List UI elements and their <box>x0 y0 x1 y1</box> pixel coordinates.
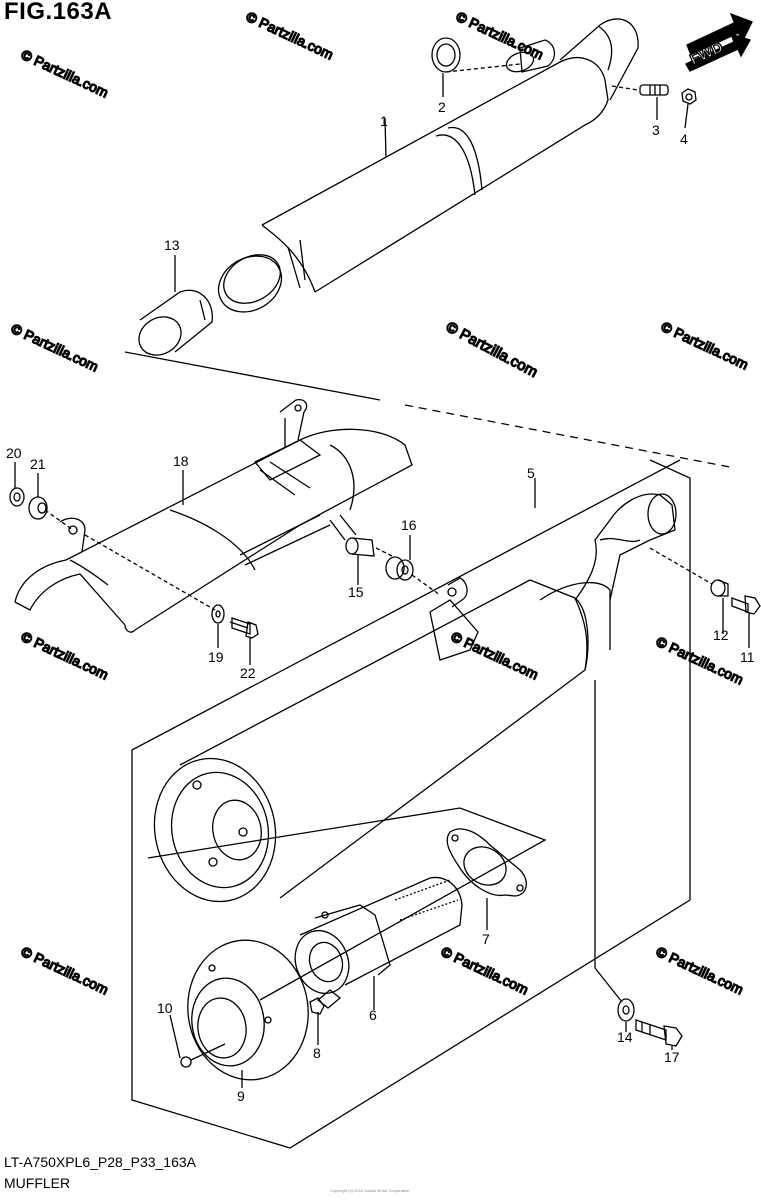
part-label-11: 11 <box>740 649 755 665</box>
part-label-3: 3 <box>652 122 660 138</box>
sleeve-13 <box>138 289 213 356</box>
part-label-2: 2 <box>438 99 446 115</box>
figure-title: FIG.163A <box>4 0 113 25</box>
watermark-text: © Partzilla.com <box>244 8 336 62</box>
part-label-5: 5 <box>527 465 535 481</box>
watermark-text: © Partzilla.com <box>449 628 541 682</box>
watermark-text: © Partzilla.com <box>9 320 101 374</box>
bolt-17 <box>635 1019 683 1047</box>
washer-20 <box>9 487 25 507</box>
part-label-1: 1 <box>380 113 388 129</box>
washer-14 <box>594 680 635 1022</box>
copyright-text: Copyright (c) 2016 Suzuki Motor Corporat… <box>330 1188 410 1193</box>
washer-19 <box>84 534 225 624</box>
part-label-12: 12 <box>713 627 729 643</box>
bolt-8 <box>309 989 342 1015</box>
watermark-text: © Partzilla.com <box>654 943 746 997</box>
part-label-20: 20 <box>6 445 22 461</box>
watermark-text: © Partzilla.com <box>443 319 540 381</box>
part-label-17: 17 <box>664 1049 680 1065</box>
collar-15 <box>345 537 393 557</box>
part-label-19: 19 <box>208 649 224 665</box>
part-label-9: 9 <box>237 1088 245 1104</box>
bushing-21 <box>28 496 74 531</box>
fwd-arrow-icon: FWD <box>685 12 753 72</box>
bolt-11 <box>731 595 761 615</box>
watermark-text: © Partzilla.com <box>659 318 751 372</box>
stud-bolt-3 <box>611 84 669 96</box>
part-label-6: 6 <box>369 1007 377 1023</box>
nut-4 <box>681 88 697 105</box>
exhaust-pipe-1 <box>217 18 639 313</box>
part-label-10: 10 <box>157 1000 173 1016</box>
frame-line <box>131 459 691 1149</box>
collar-12 <box>649 547 729 597</box>
part-label-13: 13 <box>164 237 180 253</box>
watermark-group: © Partzilla.com © Partzilla.com © Partzi… <box>8 8 752 999</box>
watermark-text: © Partzilla.com <box>454 8 546 62</box>
part-labels: 1 2 3 4 5 6 7 8 9 10 11 12 13 14 15 16 1… <box>6 99 755 1104</box>
leader-lines <box>14 73 750 1088</box>
watermark-text: © Partzilla.com <box>19 46 111 100</box>
part-label-16: 16 <box>401 517 417 533</box>
watermark-text: © Partzilla.com <box>654 633 746 687</box>
part-label-14: 14 <box>617 1029 633 1045</box>
part-label-15: 15 <box>348 584 364 600</box>
frame-line <box>124 351 381 401</box>
heat-shield-18 <box>14 399 413 633</box>
frame-line <box>131 459 681 751</box>
frame-line <box>147 807 547 1001</box>
figure-name: MUFFLER <box>4 1175 71 1191</box>
part-label-18: 18 <box>173 453 189 469</box>
part-label-8: 8 <box>313 1045 321 1061</box>
grommet-16 <box>385 556 441 596</box>
gasket-7 <box>446 828 527 897</box>
part-label-4: 4 <box>680 131 688 147</box>
part-label-22: 22 <box>240 665 256 681</box>
watermark-text: © Partzilla.com <box>19 943 111 997</box>
gasket-2 <box>431 37 521 73</box>
muffler-5 <box>153 493 677 903</box>
frame-line <box>404 404 736 469</box>
bolt-22 <box>229 617 259 639</box>
part-label-21: 21 <box>30 456 46 472</box>
end-cap-9 <box>187 939 309 1081</box>
screw-10 <box>180 1043 226 1068</box>
figure-code: LT-A750XPL6_P28_P33_163A <box>4 1154 197 1170</box>
part-label-7: 7 <box>482 931 490 947</box>
watermark-text: © Partzilla.com <box>19 628 111 682</box>
watermark-text: © Partzilla.com <box>439 943 531 997</box>
